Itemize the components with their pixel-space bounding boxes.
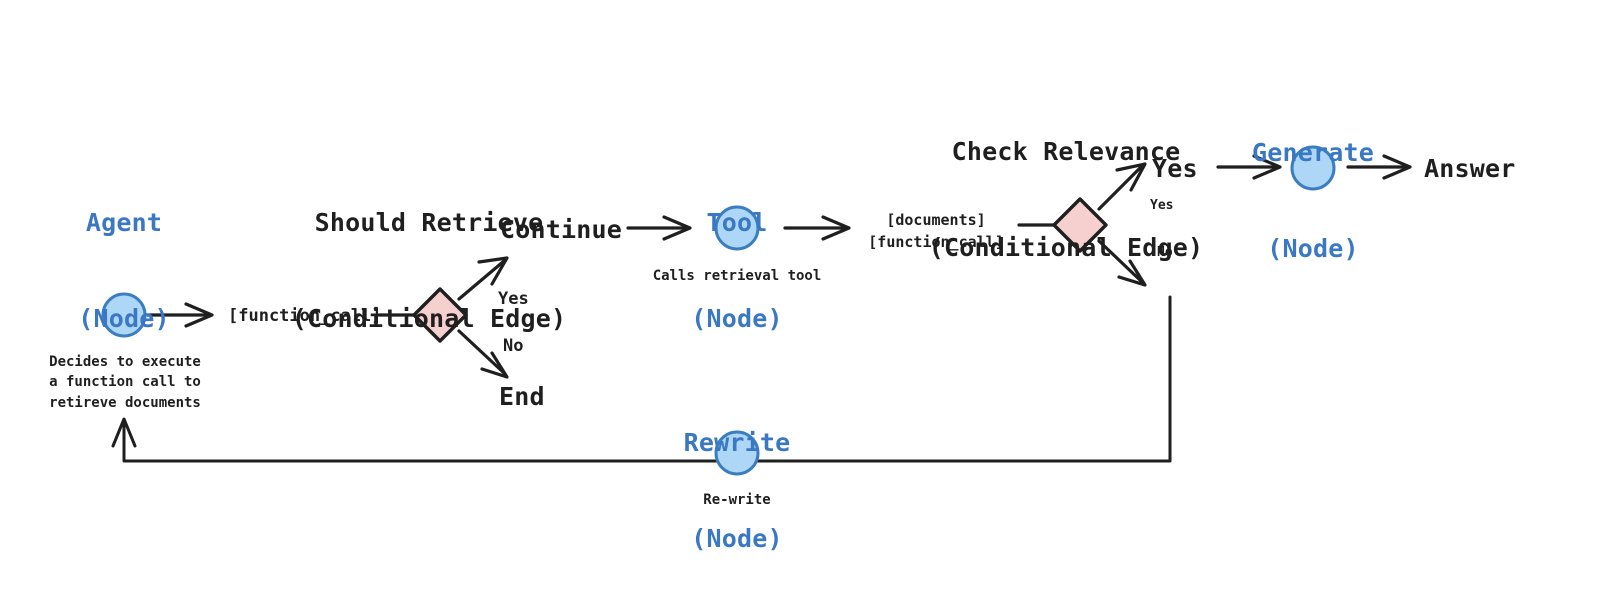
heading-generate: Generate (Node) [1183,73,1443,329]
heading-rewrite: Rewrite (Node) [607,363,867,589]
heading-tool-line1: Tool [706,208,768,237]
heading-agent-line1: Agent [85,208,163,237]
label-end: End [499,382,545,411]
label-should-retrieve-yes: Yes [498,289,529,309]
heading-should-retrieve-line1: Should Retrieve [314,208,544,237]
heading-generate-line2: (Node) [1267,234,1359,263]
heading-should-retrieve: Should Retrieve (Conditional Edge) [219,143,639,399]
heading-agent-line2: (Node) [78,304,170,333]
heading-check-relevance-line2: (Conditional Edge) [928,233,1204,262]
caption-agent-node: Decides to execute a function call to re… [49,354,201,411]
label-check-relevance-no: No [1157,245,1173,260]
label-should-retrieve-no: No [503,336,524,356]
heading-tool-line2: (Node) [691,304,783,333]
heading-agent: Agent (Node) [14,143,234,399]
caption-rewrite-node: Re-write [703,492,771,508]
heading-tool: Tool (Node) [627,143,847,399]
caption-tool-node: Calls retrieval tool [652,268,822,284]
label-answer: Answer [1424,154,1516,183]
label-tool-to-check: [documents] [function_call] [868,211,1004,251]
label-check-yes-target: Yes [1152,154,1198,183]
label-agent-functioncall: [function_call] [228,306,382,326]
label-check-relevance-yes: Yes [1150,198,1174,213]
heading-generate-line1: Generate [1251,138,1374,167]
heading-should-retrieve-line2: (Conditional Edge) [291,304,567,333]
heading-rewrite-line2: (Node) [691,524,783,553]
heading-check-relevance-line1: Check Relevance [951,137,1181,166]
heading-check-relevance: Check Relevance (Conditional Edge) [836,72,1296,328]
heading-rewrite-line1: Rewrite [683,428,791,457]
label-continue: Continue [500,215,623,244]
